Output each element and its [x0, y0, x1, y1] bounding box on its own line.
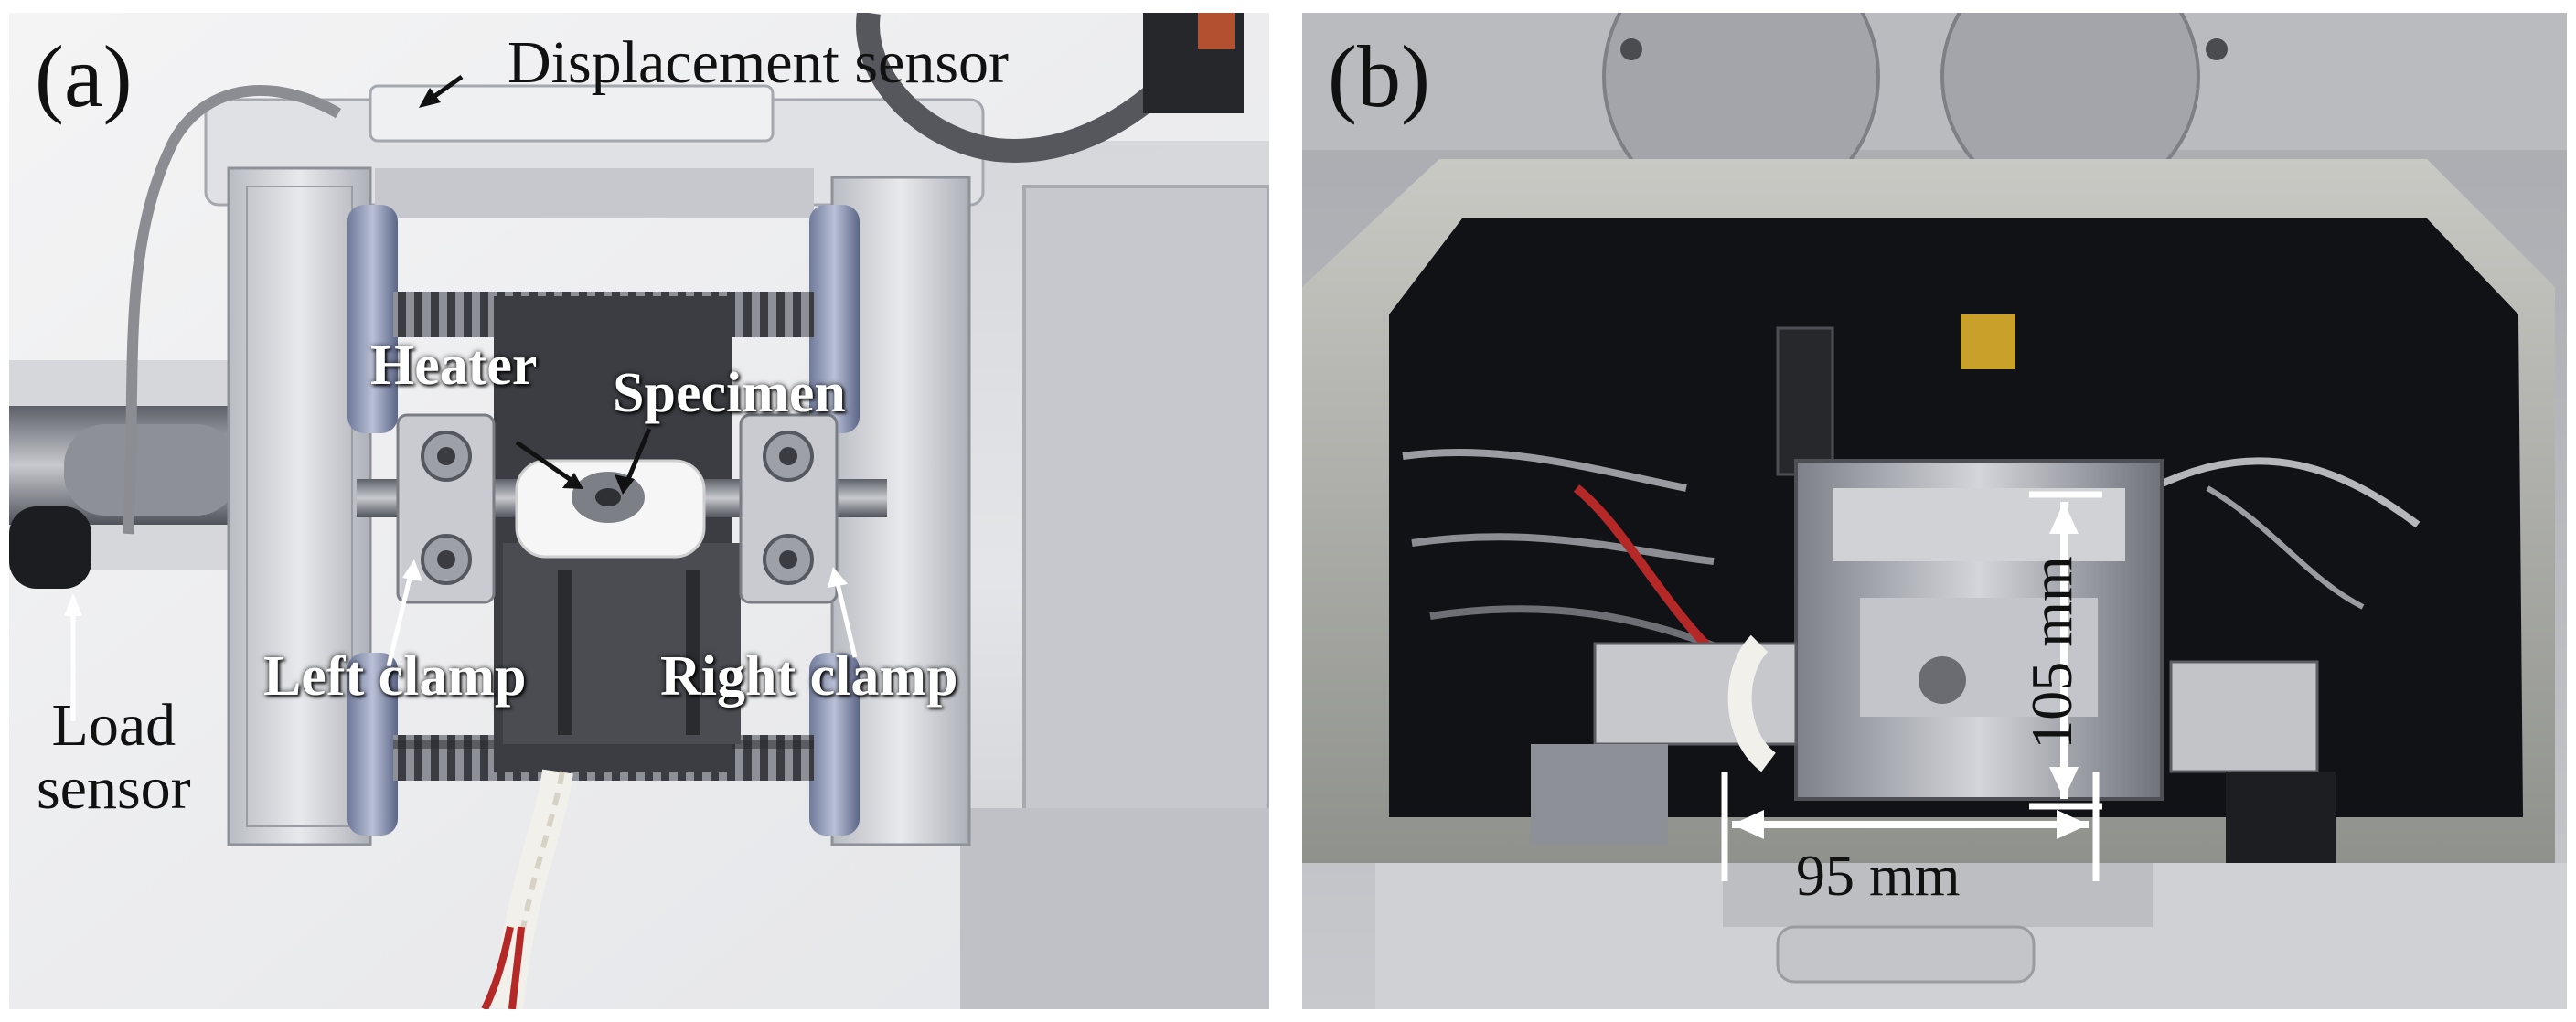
left-clamp-label: Left clamp: [263, 645, 527, 708]
chamber-photo: [1302, 13, 2567, 1009]
displacement-sensor-label: Displacement sensor: [508, 29, 1010, 96]
height-dimension-label: 105 mm: [2019, 556, 2084, 750]
panel-b-label: (b): [1328, 27, 1430, 125]
photo-panel-a: (a) Displacement sensor Heater Specimen …: [9, 13, 1269, 1009]
panel-a-label: (a): [35, 27, 133, 125]
width-dimension-label: 95 mm: [1796, 843, 1961, 908]
specimen-label: Specimen: [613, 362, 846, 424]
tensile-stage-photo: [9, 13, 1269, 1009]
load-sensor-label: Load sensor: [37, 692, 191, 823]
photo-panel-b: (b) 95 mm 105 mm: [1302, 13, 2567, 1009]
heater-label: Heater: [370, 335, 538, 397]
right-clamp-label: Right clamp: [660, 645, 958, 708]
